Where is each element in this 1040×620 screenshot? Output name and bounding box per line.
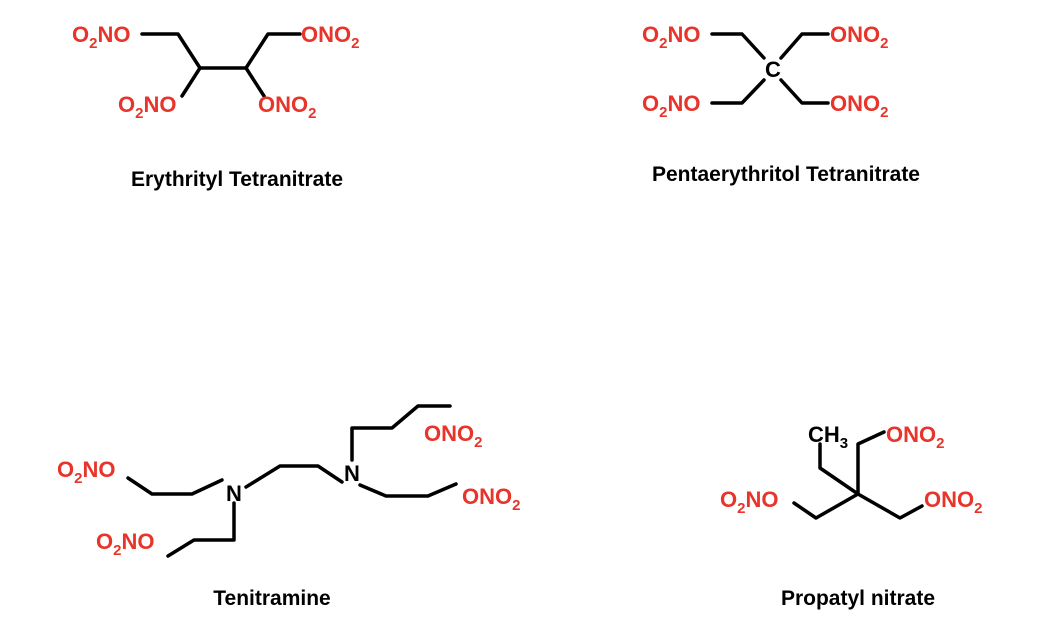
pentaerythritol-bonds — [710, 32, 830, 105]
o2no-group: O2NO — [72, 22, 130, 52]
ono2-group: ONO2 — [886, 422, 944, 452]
ono2-group: ONO2 — [830, 22, 888, 52]
erythrityl-bonds — [140, 32, 302, 98]
o2no-group: O2NO — [57, 457, 115, 487]
molecule-name: Pentaerythritol Tetranitrate — [652, 163, 920, 186]
molecule-erythrityl-tetranitrate: O2NO ONO2 O2NO ONO2 Erythrityl Tetranitr… — [72, 22, 359, 191]
tenitramine-bonds — [126, 404, 458, 558]
ono2-group: ONO2 — [258, 92, 316, 122]
o2no-group: O2NO — [642, 91, 700, 121]
methyl-group: CH3 — [808, 422, 848, 452]
o2no-group: O2NO — [118, 92, 176, 122]
ono2-group: ONO2 — [462, 484, 520, 514]
molecule-name: Erythrityl Tetranitrate — [131, 168, 343, 191]
central-carbon: C — [765, 57, 781, 82]
molecule-name: Propatyl nitrate — [781, 587, 935, 610]
nitrogen-atom: N — [226, 481, 242, 506]
molecule-name: Tenitramine — [213, 587, 330, 610]
o2no-group: O2NO — [642, 22, 700, 52]
ono2-group: ONO2 — [924, 487, 982, 517]
molecule-tenitramine: O2NO O2NO ONO2 ONO2 N N Tenitramine — [57, 404, 520, 610]
nitrogen-atom: N — [344, 461, 360, 486]
ono2-group: ONO2 — [830, 91, 888, 121]
propatyl-bonds — [792, 430, 924, 520]
molecule-pentaerythritol-tetranitrate: O2NO ONO2 O2NO ONO2 C Pentaerythritol Te… — [642, 22, 920, 186]
o2no-group: O2NO — [720, 487, 778, 517]
ono2-group: ONO2 — [301, 22, 359, 52]
ono2-group: ONO2 — [424, 421, 482, 451]
o2no-group: O2NO — [96, 529, 154, 559]
molecule-propatyl-nitrate: CH3 ONO2 O2NO ONO2 Propatyl nitrate — [720, 422, 982, 610]
